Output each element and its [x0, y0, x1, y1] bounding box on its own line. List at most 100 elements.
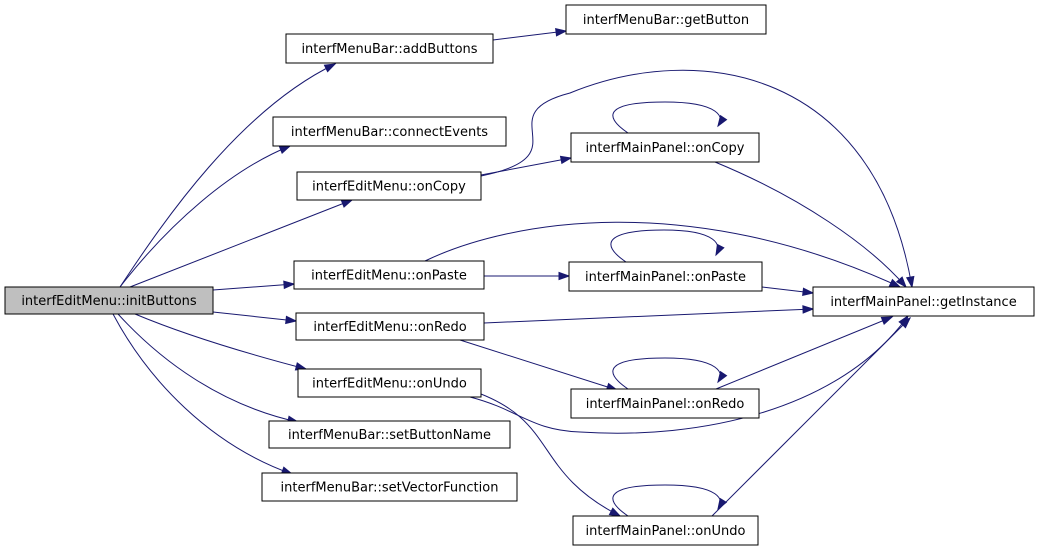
edge-line — [424, 221, 901, 288]
nodes-layer: interfEditMenu::initButtonsinterfMenuBar… — [4, 4, 1035, 546]
edge-mpOnPaste-to-mpOnPaste — [610, 229, 725, 263]
edge-line — [715, 316, 893, 390]
arrowhead — [558, 271, 571, 281]
node-box[interactable] — [570, 132, 760, 163]
arrowhead — [283, 280, 296, 290]
edge-mpOnRedo-to-mpOnRedo — [612, 357, 728, 390]
arrowhead — [802, 305, 815, 314]
edge-initButtons-to-setVectorFunction — [112, 313, 294, 475]
node-getInstance[interactable]: interfMainPanel::getInstance — [812, 286, 1035, 317]
node-box[interactable] — [268, 420, 511, 449]
arrowhead — [895, 276, 907, 289]
node-label: interfMainPanel::onPaste — [585, 270, 746, 285]
edge-line — [459, 339, 618, 391]
node-label: interfMainPanel::onRedo — [586, 397, 745, 412]
node-mpOnRedo[interactable]: interfMainPanel::onRedo — [570, 388, 760, 419]
arrowhead — [559, 155, 573, 165]
arrowhead — [899, 316, 912, 329]
node-label: interfMainPanel::onUndo — [586, 524, 746, 539]
node-addButtons[interactable]: interfMenuBar::addButtons — [285, 33, 494, 64]
edge-line — [119, 63, 336, 288]
edge-line — [212, 283, 295, 291]
arrowhead — [802, 287, 815, 297]
node-emOnCopy[interactable]: interfEditMenu::onCopy — [296, 171, 482, 201]
node-label: interfMainPanel::onCopy — [586, 141, 745, 156]
node-emOnUndo[interactable]: interfEditMenu::onUndo — [297, 368, 482, 398]
node-emOnPaste[interactable]: interfEditMenu::onPaste — [293, 260, 485, 290]
arrowhead — [905, 275, 915, 289]
node-box[interactable] — [4, 286, 214, 315]
edge-line — [129, 199, 353, 288]
edge-line — [612, 357, 721, 390]
node-connectEvents[interactable]: interfMenuBar::connectEvents — [272, 116, 507, 147]
arrowhead — [715, 243, 725, 257]
node-box[interactable] — [297, 368, 482, 398]
arrowhead — [880, 316, 894, 325]
node-label: interfEditMenu::onCopy — [312, 180, 466, 195]
node-emOnRedo[interactable]: interfEditMenu::onRedo — [295, 312, 485, 341]
edge-addButtons-to-getButton — [492, 28, 568, 41]
edge-initButtons-to-connectEvents — [119, 145, 292, 288]
arrowhead — [323, 63, 337, 73]
arrowhead — [717, 114, 728, 128]
node-box[interactable] — [568, 261, 763, 292]
arrowhead — [278, 145, 292, 154]
node-box[interactable] — [293, 260, 485, 290]
edge-emOnUndo-to-mpOnUndo — [469, 389, 622, 517]
edge-mpOnRedo-to-getInstance — [715, 316, 894, 390]
node-box[interactable] — [285, 33, 494, 64]
edge-line — [492, 30, 567, 41]
edge-initButtons-to-addButtons — [119, 63, 337, 288]
node-setButtonName[interactable]: interfMenuBar::setButtonName — [268, 420, 511, 449]
edge-line — [711, 317, 911, 517]
edge-emOnCopy-to-mpOnCopy — [480, 155, 573, 176]
arrowhead — [608, 507, 622, 517]
edge-line — [612, 484, 721, 517]
edge-mpOnUndo-to-mpOnUndo — [612, 484, 728, 517]
node-box[interactable] — [261, 472, 518, 502]
edge-emOnPaste-to-mpOnPaste — [484, 271, 571, 281]
arrowhead — [555, 28, 568, 37]
node-getButton[interactable]: interfMenuBar::getButton — [565, 4, 767, 35]
arrowhead — [717, 497, 728, 511]
node-mpOnCopy[interactable]: interfMainPanel::onCopy — [570, 132, 760, 163]
edge-line — [480, 157, 572, 176]
node-mpOnUndo[interactable]: interfMainPanel::onUndo — [572, 515, 759, 546]
edge-initButtons-to-emOnRedo — [212, 311, 298, 325]
edge-mpOnCopy-to-mpOnCopy — [612, 101, 728, 134]
node-initButtons[interactable]: interfEditMenu::initButtons — [4, 286, 214, 315]
edge-line — [612, 101, 721, 134]
edge-line — [714, 161, 907, 288]
edge-mpOnUndo-to-getInstance — [711, 316, 912, 517]
node-box[interactable] — [572, 515, 759, 546]
edge-line — [483, 308, 814, 324]
node-label: interfMenuBar::setButtonName — [288, 428, 491, 443]
node-box[interactable] — [296, 171, 482, 201]
node-setVectorFunction[interactable]: interfMenuBar::setVectorFunction — [261, 472, 518, 502]
edge-line — [134, 313, 307, 370]
edge-mpOnCopy-to-getInstance — [714, 161, 907, 289]
edge-line — [610, 229, 719, 263]
edge-line — [119, 145, 291, 288]
node-label: interfEditMenu::initButtons — [21, 294, 197, 309]
node-box[interactable] — [565, 4, 767, 35]
edge-line — [480, 69, 913, 288]
edge-emOnCopy-to-getInstance — [480, 69, 915, 289]
node-box[interactable] — [272, 116, 507, 147]
arrowhead — [340, 199, 354, 208]
node-label: interfEditMenu::onRedo — [313, 320, 466, 335]
edge-mpOnPaste-to-getInstance — [761, 286, 815, 297]
node-box[interactable] — [570, 388, 760, 419]
node-box[interactable] — [295, 312, 485, 341]
node-label: interfMenuBar::connectEvents — [291, 125, 488, 140]
edge-line — [112, 313, 293, 475]
node-label: interfMainPanel::getInstance — [830, 295, 1016, 310]
node-label: interfMenuBar::addButtons — [301, 42, 477, 57]
node-mpOnPaste[interactable]: interfMainPanel::onPaste — [568, 261, 763, 292]
node-box[interactable] — [812, 286, 1035, 317]
edge-initButtons-to-setButtonName — [117, 313, 300, 424]
edge-line — [212, 311, 297, 322]
arrowhead — [717, 370, 728, 384]
edge-emOnRedo-to-getInstance — [483, 305, 815, 324]
